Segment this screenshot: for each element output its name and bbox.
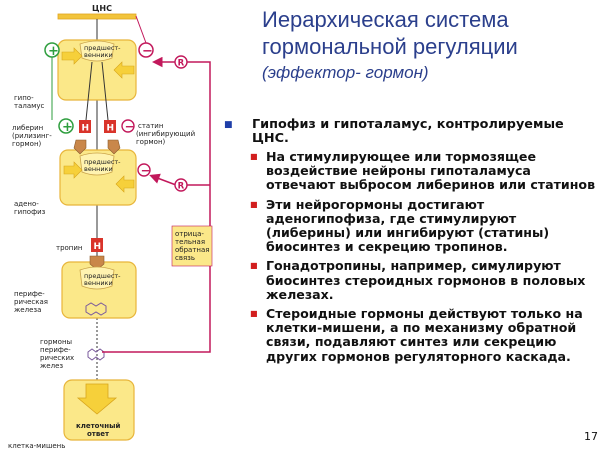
receptor-letter-top: R (178, 59, 185, 69)
adenohypophysis-inhibit-arrow (115, 175, 135, 193)
hypothalamus-precursors-label: предшест- (84, 44, 121, 52)
liberin-plus-sign: + (62, 120, 73, 135)
liberin-hormone-icon (79, 120, 91, 133)
feedback-to-adenohypophysis-arrow (149, 173, 177, 186)
sub-bullet-item: ■ Гонадотропины, например, симулируют би… (250, 259, 602, 302)
adenohypophysis-cell (79, 152, 115, 176)
adenohypophysis-box (59, 149, 137, 206)
receptor-icon-top (174, 55, 188, 69)
cell-response-label: клеточный (76, 422, 120, 430)
adenohypophysis-receptor-right (107, 139, 121, 155)
peripheral-hormones-label: гормоны (40, 338, 72, 346)
statin-hormone-icon (104, 120, 116, 133)
red-square-bullet-icon: ■ (250, 152, 258, 161)
square-bullet-icon: ■ (224, 120, 233, 130)
adenohypophysis-receptor-left (73, 139, 87, 155)
peripheral-gland-label-2: рическая (14, 298, 48, 306)
feedback-label: отрица- (175, 230, 204, 238)
hypothalamus-inhibit-arrow (113, 61, 135, 79)
stimulation-plus-sign: + (48, 44, 59, 59)
adenohypophysis-precursors-label-2: венники (84, 165, 113, 173)
cns-label: ЦНС (92, 4, 112, 13)
bullet-main-text: Гипофиз и гипоталамус, контролируемые ЦН… (252, 117, 564, 146)
statin-label-2: (ингибирующий (136, 130, 195, 138)
peripheral-hormone-molecule-icon (87, 348, 105, 361)
tropin-hormone-letter: H (94, 242, 102, 252)
red-square-bullet-icon: ■ (250, 199, 258, 209)
title-subtitle: (эффектор- гормон) (262, 63, 429, 82)
feedback-label-3: обратная (175, 246, 210, 254)
adenohypophysis-minus-icon (137, 163, 151, 177)
feedback-label-4: связь (175, 254, 195, 262)
adenohypophysis-label: адено- (14, 200, 39, 208)
gland-cell (79, 266, 115, 290)
statin-label: статин (138, 122, 163, 130)
bullet-item-main: ■ Гипофиз и гипоталамус, контролируемые … (222, 118, 602, 146)
peripheral-hormones-label-3: рических (40, 354, 74, 362)
statin-minus-icon (121, 119, 135, 133)
hypothalamus-label-2: таламус (14, 102, 45, 110)
liberin-label-3: гормон) (12, 140, 42, 148)
hormone-hierarchy-diagram: ЦНС предшест- венники + − гипо- таламус … (8, 4, 213, 450)
liberin-label-2: (рилизинг- (12, 132, 52, 140)
cell-response-arrow (76, 383, 118, 415)
hypothalamus-precursors-label-2: венники (84, 51, 113, 59)
hypothalamus-stimulus-arrow (61, 47, 83, 65)
title-line-1: Иерархическая система (262, 7, 509, 32)
sub-bullet-item: ■ Стероидные гормоны действуют только на… (250, 306, 602, 364)
sub-bullet-text: Эти нейрогормоны достигают аденогипофиза… (266, 196, 550, 255)
adenohypophysis-stimulus-arrow (63, 161, 83, 179)
neuron-axon-right (101, 61, 109, 121)
cns-to-minus-link (135, 15, 147, 44)
statin-label-3: гормон) (136, 138, 166, 146)
slide-title: Иерархическая система гормональной регул… (262, 6, 602, 85)
title-line-2: гормональной регуляции (262, 34, 518, 59)
gland-precursors-label: предшест- (84, 272, 121, 280)
red-square-bullet-icon: ■ (250, 261, 258, 271)
receptor-icon-middle (174, 178, 188, 192)
liberin-label: либерин (12, 124, 43, 132)
liberin-hormone-letter: H (82, 124, 90, 134)
statin-hormone-letter: H (107, 124, 115, 134)
inhibition-minus-sign: − (142, 44, 153, 59)
hypothalamus-cell (79, 40, 115, 62)
sub-bullet-item: ■ На стимулирующее или тормозящее воздей… (250, 149, 602, 193)
steroid-molecule-icon (85, 302, 107, 316)
peripheral-hormones-label-2: перифе- (40, 346, 71, 354)
neuron-axon-left (85, 61, 93, 121)
sub-bullet-text: На стимулирующее или тормозящее воздейст… (266, 149, 596, 193)
bullet-list: ■ Гипофиз и гипоталамус, контролируемые … (222, 118, 602, 369)
peripheral-gland-label: перифе- (14, 290, 45, 298)
target-cell-label: клетка-мишень (8, 442, 65, 450)
peripheral-gland-label-3: железа (14, 306, 41, 314)
adenohypophysis-label-2: гипофиз (14, 208, 46, 216)
feedback-label-box (171, 225, 213, 267)
tropin-label: тропин (56, 244, 83, 252)
gland-precursors-label-2: венники (84, 279, 113, 287)
sub-bullet-item: ■ Эти нейрогормоны достигают аденогипофи… (250, 196, 602, 255)
receptor-letter-middle: R (178, 182, 185, 192)
hypothalamus-label: гипо- (14, 94, 34, 102)
red-square-bullet-icon: ■ (250, 309, 258, 319)
page-number: 17 (584, 430, 598, 443)
tropin-hormone-icon (91, 238, 103, 252)
sub-bullet-text: Гонадотропины, например, симулируют биос… (266, 258, 586, 302)
sub-bullet-text: Стероидные гормоны действуют только на к… (266, 306, 583, 364)
feedback-loop-line (102, 61, 211, 353)
liberin-plus-icon (58, 118, 74, 134)
adenohypophysis-precursors-label: предшест- (84, 158, 121, 166)
feedback-label-2: тельная (175, 238, 205, 246)
cell-response-label-2: ответ (87, 430, 110, 438)
adenohypophysis-minus-sign: − (141, 164, 151, 178)
cns-bar (57, 13, 137, 20)
peripheral-hormones-label-4: желез (40, 362, 63, 370)
statin-minus-sign: − (125, 120, 135, 134)
